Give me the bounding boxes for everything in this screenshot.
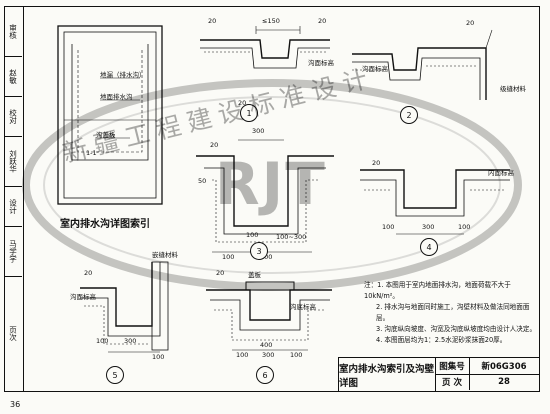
signature-strip: 审核 赵敏 校对 刘跃华 设计 马学学 页次	[4, 6, 24, 392]
strip-cell-design: 设计	[4, 186, 22, 227]
d1-dim-c: 20	[238, 99, 247, 107]
d6-dim-e: 100	[290, 351, 303, 359]
strip-cell-review: 审核	[4, 6, 22, 57]
d5-dim-d: 100	[152, 353, 165, 361]
d3-dim-g: 100	[222, 253, 235, 261]
strip-cell-page: 页次	[8, 326, 18, 341]
general-notes: 注：1. 本图用于室内地面排水沟，地面荷载不大于10kN/m²。 2. 排水沟与…	[364, 280, 540, 346]
index-label-section: 1-1	[86, 149, 97, 157]
atlas-number: 新06G306	[469, 358, 539, 375]
page-value: 28	[498, 377, 510, 387]
strip-cell-checker: 刘跃华	[4, 136, 22, 187]
atlas-label: 图集号	[435, 358, 470, 375]
d6-dim-a: 20	[216, 269, 225, 277]
index-trench-line	[71, 44, 149, 161]
d2-label-caulk: 级缝材料	[500, 85, 526, 93]
index-label-cover: 沟盖板	[96, 131, 116, 139]
d4-dim-c: 300	[422, 223, 435, 231]
note-line: 2. 排水沟与地面同时施工，沟壁材料及做法同地面面层。	[376, 303, 530, 322]
d3-dim-e: 300	[252, 127, 265, 135]
watermark-logo: RJT	[215, 150, 327, 218]
d3-dim-f: 100~300	[276, 233, 307, 241]
d5-dim-b: 100	[96, 337, 109, 345]
d2-dim-a: 20	[466, 19, 475, 27]
index-title: 室内排水沟详图索引	[60, 219, 150, 230]
detail-2-marker: 2	[400, 106, 418, 124]
page-number: 36	[10, 400, 21, 409]
sheet-border	[4, 6, 540, 392]
d5-label-caulk: 嵌缝材料	[152, 251, 178, 259]
d5-label-level: 沟面标高	[70, 293, 96, 301]
detail-5-marker: 5	[106, 366, 124, 384]
note-line: 4. 本图面层均为1：2.5水泥砂浆抹面20厚。	[376, 336, 507, 344]
page-label: 页 次	[435, 374, 470, 390]
d6-dim-d: 100	[236, 351, 249, 359]
title-block: 室内排水沟索引及沟壁详图 图集号 新06G306 页 次 28	[338, 357, 540, 392]
detail-6-marker: 6	[256, 366, 274, 384]
strip-cell-check: 校对	[4, 96, 22, 137]
d6-dim-c: 300	[262, 351, 275, 359]
d1-dim-width: ≤150	[262, 17, 280, 25]
d3-dim-a: 20	[210, 141, 219, 149]
d4-dim-b: 100	[382, 223, 395, 231]
d5-dim-c: 300	[124, 337, 137, 345]
d1-dim-a: 20	[208, 17, 217, 25]
watermark-ring	[22, 79, 522, 291]
index-label-trench: 地面排水沟	[100, 93, 133, 101]
d4-dim-a: 20	[372, 159, 381, 167]
d3-dim-b: 50	[198, 177, 207, 185]
detail-3-marker: 3	[250, 242, 268, 260]
detail-4-marker: 4	[420, 238, 438, 256]
d1-dim-b: 20	[318, 17, 327, 25]
detail-1-marker: 1	[240, 104, 258, 122]
drawing-title: 室内排水沟索引及沟壁详图	[339, 358, 436, 391]
d4-dim-d: 100	[458, 223, 471, 231]
d6-label-level: 沟底标高	[290, 303, 316, 311]
note-line: 注：1. 本图用于室内地面排水沟，地面荷载不大于10kN/m²。	[364, 281, 511, 300]
d3-dim-d: 100	[246, 231, 259, 239]
d2-label-level: 沟面标高	[362, 65, 388, 73]
d1-label-level: 沟面标高	[308, 59, 334, 67]
index-label-floor-drain: 地漏（排水沟）	[100, 71, 146, 79]
strip-cell-designer: 马学学	[4, 226, 22, 277]
d3-dim-c: 100	[260, 253, 273, 261]
d4-label-level: 内面标高	[488, 169, 514, 177]
d5-dim-a: 20	[84, 269, 93, 277]
strip-cell-reviewer: 赵敏	[4, 56, 22, 97]
d6-dim-b: 400	[260, 341, 273, 349]
note-line: 3. 沟底纵向坡度、沟宽及沟底纵坡度均由设计人决定。	[376, 325, 537, 333]
index-room-outline	[57, 25, 163, 205]
d6-label-cover: 盖板	[248, 271, 261, 279]
